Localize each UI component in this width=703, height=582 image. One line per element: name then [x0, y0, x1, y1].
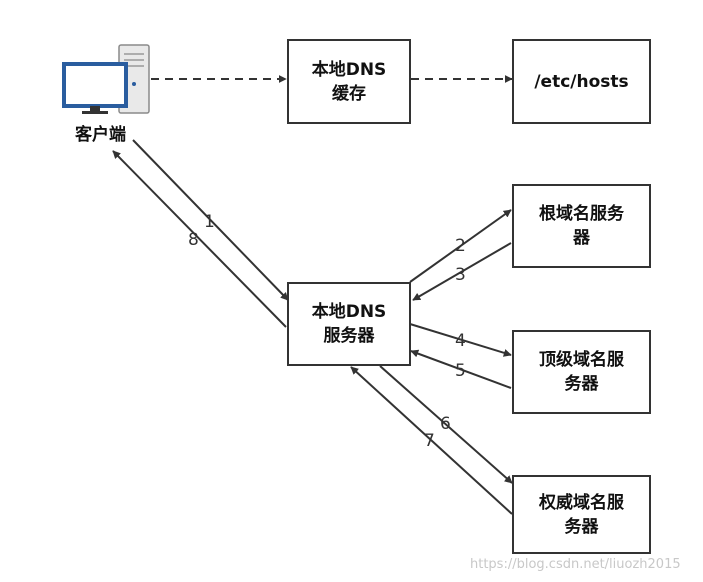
- step-label-4: 4: [455, 331, 466, 351]
- step-label-6: 6: [440, 414, 451, 434]
- desktop-computer-icon: [62, 44, 150, 114]
- authoritative-name-server-label: 权威域名服 务器: [539, 492, 624, 537]
- authoritative-name-server-node: 权威域名服 务器: [512, 475, 651, 554]
- step-label-8: 8: [188, 230, 199, 250]
- local-dns-server-label: 本地DNS 服务器: [311, 302, 387, 346]
- tld-name-server-label: 顶级域名服 务器: [539, 350, 624, 394]
- arrow-step-4: [409, 323, 512, 357]
- etc-hosts-node: /etc/hosts: [512, 39, 651, 124]
- arrow-step-7: [350, 366, 513, 515]
- arrow-step-1: [132, 139, 289, 301]
- local-dns-cache-node: 本地DNS 缓存: [287, 39, 411, 124]
- root-name-server-label: 根域名服务 器: [539, 204, 624, 248]
- step-label-5: 5: [455, 361, 466, 381]
- root-name-server-node: 根域名服务 器: [512, 184, 651, 268]
- watermark-text: https://blog.csdn.net/liuozh2015: [470, 557, 681, 572]
- arrow-step-6: [379, 365, 513, 484]
- arrow-step-5: [410, 349, 512, 389]
- etc-hosts-label: /etc/hosts: [534, 71, 629, 92]
- arrow-step-8: [112, 150, 287, 328]
- step-label-1: 1: [204, 212, 215, 232]
- client-label: 客户端: [75, 125, 126, 145]
- tld-name-server-node: 顶级域名服 务器: [512, 330, 651, 414]
- local-dns-cache-label: 本地DNS 缓存: [311, 59, 387, 104]
- arrow-step-3: [412, 242, 512, 301]
- step-label-3: 3: [455, 265, 466, 285]
- local-dns-server-node: 本地DNS 服务器: [287, 282, 411, 366]
- step-label-7: 7: [424, 431, 435, 451]
- step-label-2: 2: [455, 236, 466, 256]
- arrow-step-2: [409, 209, 512, 283]
